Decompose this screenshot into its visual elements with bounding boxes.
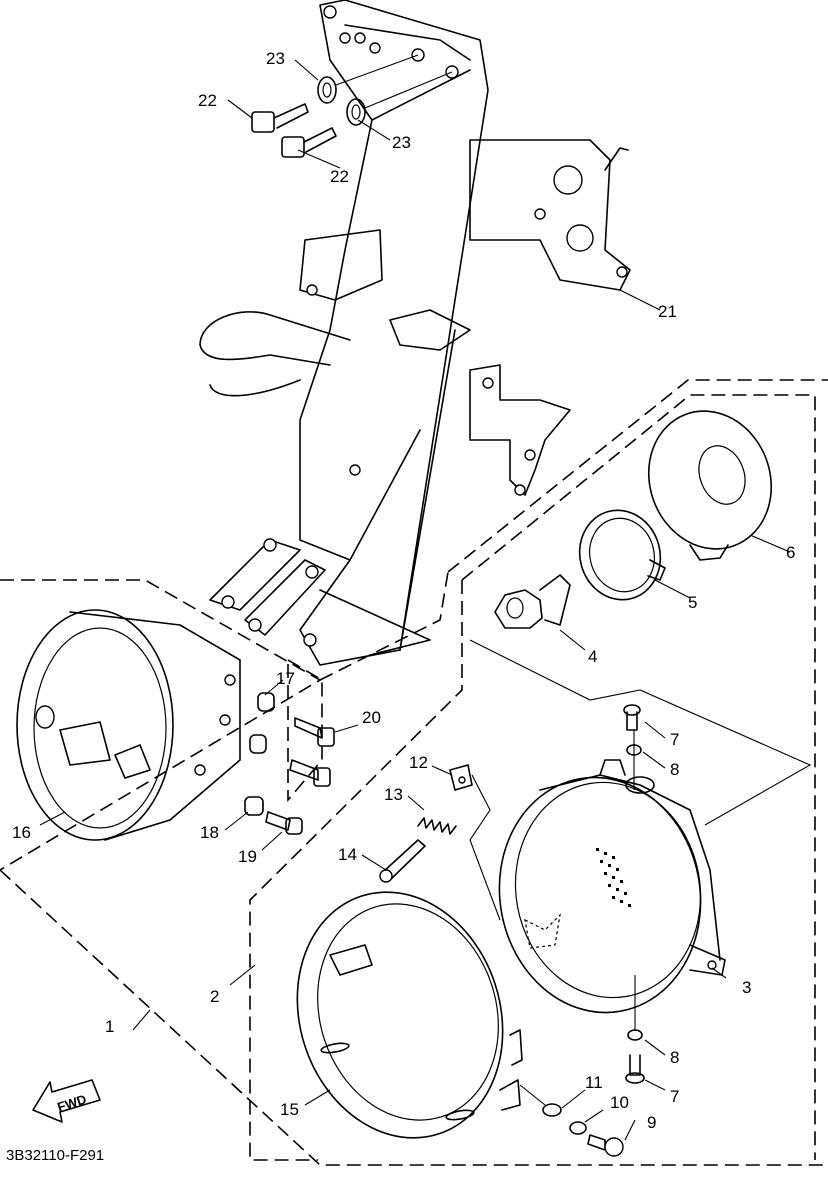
screw-7-lower bbox=[625, 1054, 645, 1084]
bulb-holder-5 bbox=[578, 509, 666, 601]
bulb-4 bbox=[494, 574, 571, 629]
callout-2: 2 bbox=[210, 987, 219, 1006]
callout-7-upper: 7 bbox=[670, 730, 679, 749]
bolt-22-lower bbox=[281, 127, 337, 158]
bulb-cover-6 bbox=[647, 410, 773, 561]
bolt-20-a bbox=[294, 717, 335, 747]
callout-6: 6 bbox=[786, 543, 795, 562]
callout-13: 13 bbox=[384, 785, 403, 804]
washer-23-b bbox=[346, 98, 366, 126]
spring-13 bbox=[417, 817, 457, 835]
callout-4: 4 bbox=[588, 647, 597, 666]
nut-12 bbox=[449, 764, 473, 791]
assembly-2-dashed-outline bbox=[249, 379, 828, 1161]
callout-21: 21 bbox=[658, 302, 677, 321]
collar-18 bbox=[244, 796, 264, 816]
headlight-bracket-stay bbox=[199, 0, 631, 666]
collar-17-a bbox=[257, 692, 275, 712]
callout-10: 10 bbox=[610, 1093, 629, 1112]
callout-8-lower: 8 bbox=[670, 1048, 679, 1067]
bolt-22-upper bbox=[251, 103, 309, 133]
callout-22-lower: 22 bbox=[330, 167, 349, 186]
callout-18: 18 bbox=[200, 823, 219, 842]
bolt-19 bbox=[265, 811, 303, 835]
callout-19: 19 bbox=[238, 847, 257, 866]
fwd-label: FWD bbox=[55, 1091, 88, 1114]
bolt-20-b bbox=[289, 759, 331, 787]
washer-8-lower bbox=[627, 1029, 643, 1041]
callout-labels: 1 2 3 4 5 6 7 8 8 7 9 10 11 12 13 14 15 … bbox=[6, 49, 795, 1164]
washer-10 bbox=[569, 1121, 587, 1135]
callout-15: 15 bbox=[280, 1100, 299, 1119]
collar-17-b bbox=[249, 734, 267, 754]
washer-11 bbox=[542, 1103, 562, 1117]
assembly-1-dashed-outline bbox=[0, 579, 828, 1166]
screw-14 bbox=[379, 839, 426, 883]
callout-22-upper: 22 bbox=[198, 91, 217, 110]
headlight-rim-15 bbox=[296, 891, 523, 1139]
callout-9: 9 bbox=[647, 1113, 656, 1132]
callout-23-upper: 23 bbox=[266, 49, 285, 68]
callout-12: 12 bbox=[409, 753, 428, 772]
callout-23-lower: 23 bbox=[392, 133, 411, 152]
callout-leaders bbox=[39, 59, 791, 1141]
screw-9 bbox=[587, 1134, 624, 1157]
headlight-body-16 bbox=[16, 609, 241, 841]
callout-14: 14 bbox=[338, 845, 357, 864]
callout-1: 1 bbox=[105, 1017, 114, 1036]
fwd-arrow-icon: FWD bbox=[32, 1079, 101, 1123]
diagram-code: 3B32110-F291 bbox=[6, 1147, 104, 1164]
callout-8-upper: 8 bbox=[670, 760, 679, 779]
callout-17: 17 bbox=[276, 669, 295, 688]
headlight-unit-3 bbox=[498, 759, 726, 1014]
callout-20: 20 bbox=[362, 708, 381, 727]
callout-3: 3 bbox=[742, 978, 751, 997]
callout-5: 5 bbox=[688, 593, 697, 612]
screw-7-upper bbox=[623, 704, 641, 731]
callout-16: 16 bbox=[12, 823, 31, 842]
washer-23-a bbox=[317, 76, 337, 104]
callout-11: 11 bbox=[585, 1073, 603, 1092]
callout-7-lower: 7 bbox=[670, 1087, 679, 1106]
